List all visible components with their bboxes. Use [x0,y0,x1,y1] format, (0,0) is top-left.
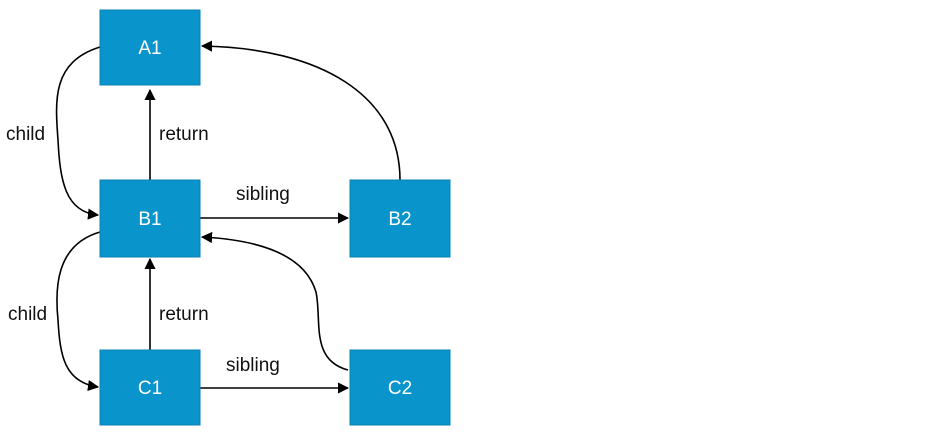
node-c1-label: C1 [138,378,162,399]
edge-a1-b1-child [55,46,101,220]
node-a1-label: A1 [138,38,161,59]
node-b2: B2 [349,179,451,258]
edge-label-b1-a1: return [159,124,209,145]
node-b1: B1 [99,179,201,258]
edge-label-c1-c2: sibling [226,355,280,376]
node-b2-label: B2 [388,209,411,230]
edge-c2-b1 [200,231,349,371]
edge-label-c1-b1: return [159,304,209,325]
edge-label-b1-c1: child [8,304,47,325]
edge-label-b1-b2: sibling [236,184,290,205]
edge-b2-a1 [200,40,401,181]
edge-label-a1-b1: child [6,124,45,145]
node-b1-label: B1 [138,209,161,230]
node-a1: A1 [99,9,201,86]
node-c2: C2 [349,349,451,426]
node-c2-label: C2 [388,378,412,399]
node-c1: C1 [99,349,201,426]
edge-b1-c1-child [56,231,101,392]
